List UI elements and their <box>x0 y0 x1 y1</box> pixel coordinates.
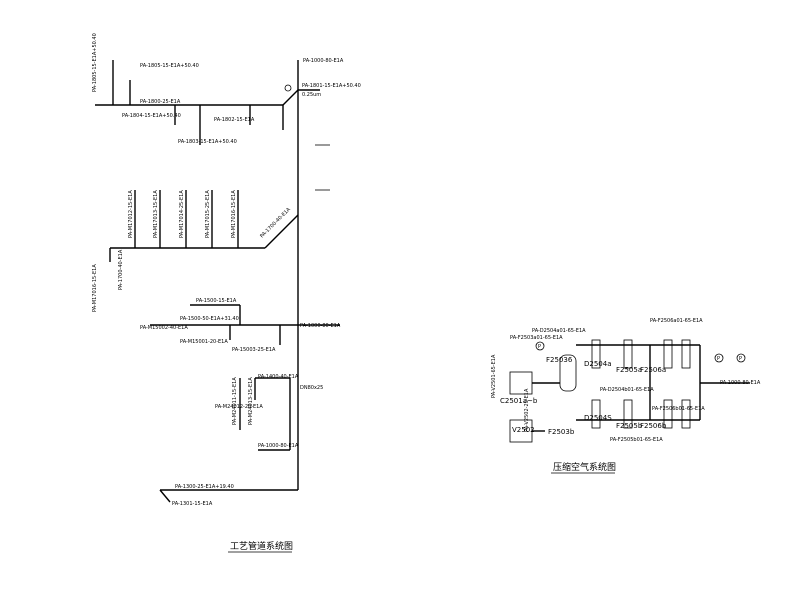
label: PA-M17012-15-E1A <box>128 190 134 238</box>
label: PA-1500-15-E1A <box>196 298 237 304</box>
label: DN80x25 <box>300 385 323 391</box>
label: PA-M17013-15-E1A <box>153 190 159 238</box>
label: PA-F2506b01-65-E1A <box>652 406 705 412</box>
diagram-title: 工艺管道系统图 <box>230 540 293 552</box>
filter-box <box>681 339 691 369</box>
equipment-tag: F2503b <box>548 428 575 436</box>
label: PA-D2504a01-65-E1A <box>532 328 586 334</box>
label: PA-M17015-25-E1A <box>205 190 211 238</box>
label: PA-1000-80-E1A <box>258 443 299 449</box>
label: PA-M17016-15-E1A <box>231 190 237 238</box>
label: PA-1800-25-E1A <box>140 99 181 105</box>
svg-text:P: P <box>717 356 720 362</box>
label: PA-1802-15-E1A <box>214 117 255 123</box>
label: PA-M15002-40-E1A <box>140 325 188 331</box>
label: PA-1000-80-E1A <box>300 323 341 329</box>
filter-box <box>663 339 673 369</box>
equipment-tag: C2501a~b <box>500 397 538 405</box>
equipment-tag: F25036 <box>546 356 573 364</box>
filter-box <box>681 399 691 429</box>
svg-text:P: P <box>538 344 541 350</box>
pressure-gauge-icon <box>736 353 746 363</box>
label: PA-F2505b01-65-E1A <box>610 437 663 443</box>
label: PA-M24013-15-E1A <box>248 377 254 425</box>
label: PA-F2506a01-65-E1A <box>650 318 703 324</box>
filter-box <box>663 399 673 429</box>
equipment-tag: F2506b <box>640 422 667 430</box>
label: PA-1805-15-E1A+50.40 <box>92 33 98 92</box>
filter-box <box>591 399 601 429</box>
filter-box <box>591 339 601 369</box>
label: PA-1300-25-E1A+19.40 <box>175 484 234 490</box>
filter-icon <box>284 84 292 92</box>
equipment-tag: F2505a <box>616 366 642 374</box>
receiver-tank <box>559 354 577 392</box>
label: PA-1000-80-E1A <box>720 380 761 386</box>
label: PA-1805-15-E1A+50.40 <box>140 63 199 69</box>
svg-text:P: P <box>739 356 742 362</box>
label: 0.25um <box>302 92 321 98</box>
label: PA-1000-80-E1A <box>303 58 344 64</box>
dryer-box <box>623 339 633 369</box>
equipment-tag: D2504a <box>584 360 612 368</box>
equipment-tag: D2504S <box>584 414 612 422</box>
label: PA-1400-40-E1A <box>258 374 299 380</box>
pressure-gauge-icon <box>714 353 724 363</box>
label: PA-1700-40-E1A <box>259 206 292 239</box>
label: PA-M24012-20-E1A <box>215 404 263 410</box>
label: PA-1500-50-E1A+31.40 <box>180 316 239 322</box>
label: PA-1804-15-E1A+50.40 <box>122 113 181 119</box>
label: PA-M17016-15-E1A <box>92 264 98 312</box>
label: PA-1700-40-E1A <box>118 249 124 290</box>
label: PA-1803-15-E1A+50.40 <box>178 139 237 145</box>
label: PA-1301-15-E1A <box>172 501 213 507</box>
diagram-title: 压缩空气系统图 <box>553 461 616 473</box>
label: PA-15003-25-E1A <box>232 347 276 353</box>
label: PA-V2501-65-E1A <box>491 354 497 398</box>
equipment-tag: V2502 <box>512 426 535 434</box>
process-piping-diagram: PA-1805-15-E1A+50.40 PA-1805-15-E1A+50.4… <box>92 33 361 553</box>
label: PA-M24011-15-E1A <box>232 377 238 425</box>
label: PA-F2503a01-65-E1A <box>510 335 563 341</box>
label: PA-M15001-20-E1A <box>180 339 228 345</box>
equipment-tag: F2505b <box>616 422 643 430</box>
label: PA-V2502-25-E1A <box>524 388 530 432</box>
label: PA-D2504b01-65-E1A <box>600 387 654 393</box>
compressed-air-diagram: C2501a~b V2502 P P P PA-D2504a01-65-E1A … <box>491 318 761 474</box>
equipment-tag: F2506a <box>640 366 666 374</box>
label: PA-M17014-25-E1A <box>179 190 185 238</box>
pressure-gauge-icon <box>535 341 545 351</box>
dryer-box <box>623 399 633 429</box>
label: PA-1801-15-E1A+50.40 <box>302 83 361 89</box>
